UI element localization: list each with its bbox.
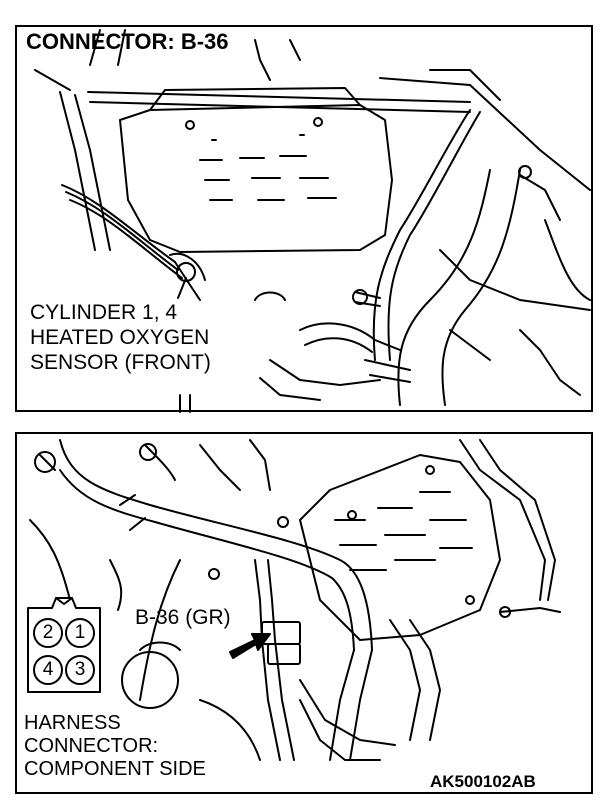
harness-line-2: CONNECTOR:: [24, 735, 159, 757]
sensor-callout: CYLINDER 1, 4 HEATED OXYGEN SENSOR (FRON…: [30, 300, 211, 375]
pointer-arrow-icon: [229, 633, 271, 659]
connector-title: CONNECTOR: B-36: [26, 29, 229, 54]
engine-cover-bottom: [299, 454, 501, 641]
pipes-bottom: [34, 439, 373, 761]
pipes-top: [299, 109, 591, 406]
harness-line-3: COMPONENT SIDE: [24, 758, 206, 780]
harness-note: HARNESS CONNECTOR: COMPONENT SIDE: [24, 712, 206, 781]
pin-2: 2: [33, 618, 63, 648]
connector-label: B-36 (GR): [135, 606, 231, 629]
callout-line-2: HEATED OXYGEN: [30, 326, 210, 349]
callout-line-1: CYLINDER 1, 4: [30, 301, 178, 324]
pin-4: 4: [33, 655, 63, 685]
sensor-leader-line: [177, 277, 187, 299]
lines-bottom: [29, 439, 561, 701]
frame-rails-top: [34, 29, 591, 251]
harness-line-1: HARNESS: [24, 712, 121, 734]
pin-1: 1: [65, 618, 95, 648]
callout-line-3: SENSOR (FRONT): [30, 351, 211, 374]
pin-3: 3: [65, 655, 95, 685]
wire-harness-top: [61, 184, 206, 301]
lower-components-top: [179, 291, 581, 413]
engine-cover-top: [119, 87, 393, 253]
figure-code: AK500102AB: [430, 772, 536, 791]
